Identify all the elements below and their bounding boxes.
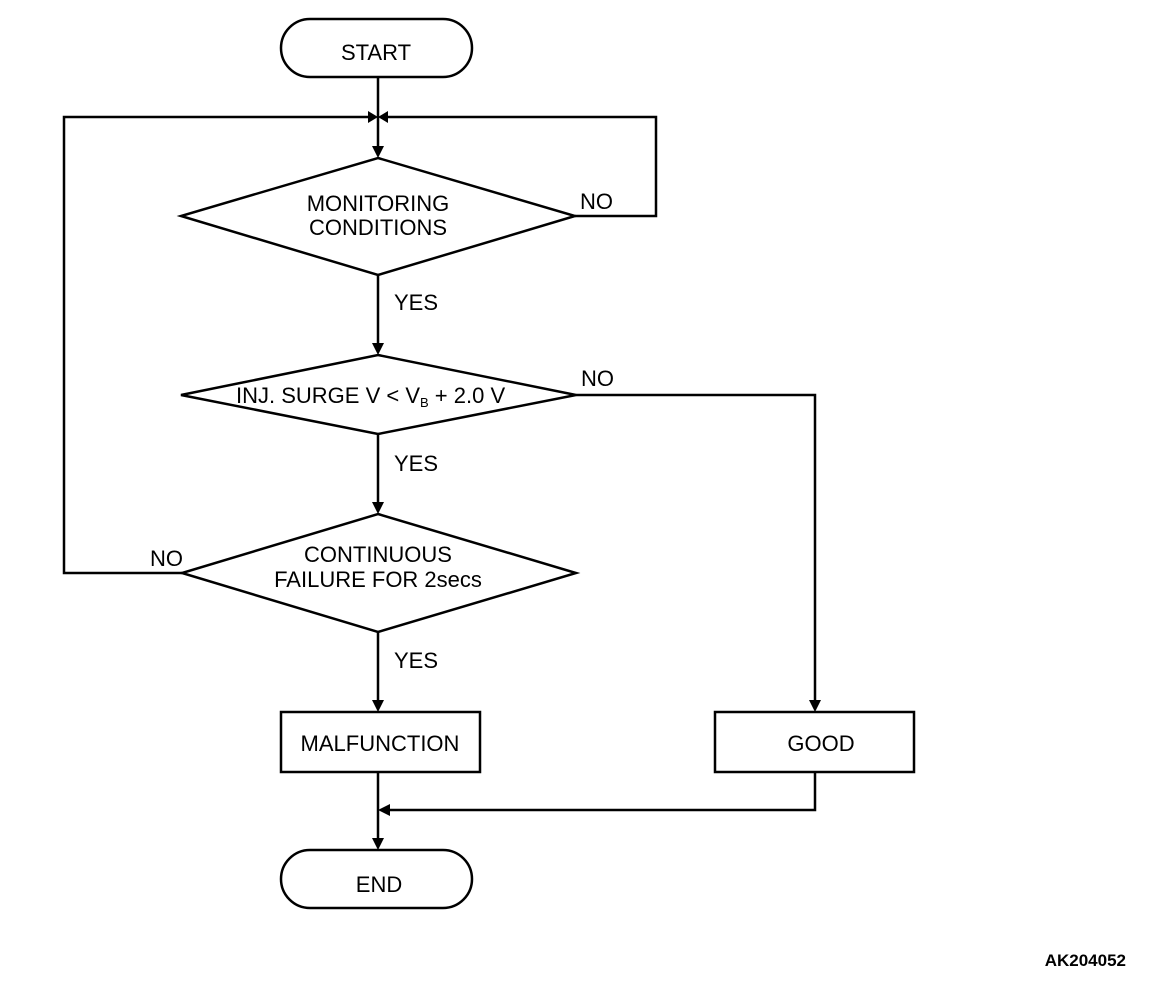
decision-monitoring-conditions: MONITORING CONDITIONS xyxy=(176,156,580,277)
monitoring-no-label: NO xyxy=(580,189,613,214)
end-node: END xyxy=(279,848,474,910)
malfunction-node: MALFUNCTION xyxy=(279,710,482,774)
continuous-yes-label: YES xyxy=(394,648,438,673)
connector-loop-left xyxy=(62,115,372,575)
arrowhead-into-monitoring xyxy=(372,146,384,158)
arrowhead-into-end xyxy=(372,838,384,850)
end-label: END xyxy=(356,872,402,897)
surge-no-label: NO xyxy=(581,366,614,391)
continuous-line1: CONTINUOUS xyxy=(304,542,452,567)
start-label: START xyxy=(341,40,411,65)
start-node: START xyxy=(279,17,474,79)
connector-loop-right xyxy=(386,115,658,218)
surge-condition-text: INJ. SURGE V < VB + 2.0 V xyxy=(236,383,505,410)
malfunction-label: MALFUNCTION xyxy=(301,731,460,756)
connector-surge-no xyxy=(576,393,817,702)
decision-injector-surge: INJ. SURGE V < VB + 2.0 V xyxy=(180,353,577,436)
figure-code: AK204052 xyxy=(1045,951,1126,970)
surge-suffix: + 2.0 V xyxy=(429,383,506,408)
monitoring-line1: MONITORING xyxy=(307,191,450,216)
continuous-line2: FAILURE FOR 2secs xyxy=(274,567,482,592)
arrowhead-loop-left xyxy=(368,111,378,123)
continuous-no-label: NO xyxy=(150,546,183,571)
arrowhead-into-good xyxy=(809,700,821,712)
arrowhead-merge xyxy=(378,804,390,816)
monitoring-line2: CONDITIONS xyxy=(309,215,447,240)
arrowhead-into-surge xyxy=(372,343,384,355)
arrowhead-loop-right xyxy=(378,111,388,123)
arrowhead-into-malfunction xyxy=(372,700,384,712)
good-label: GOOD xyxy=(787,731,854,756)
monitoring-yes-label: YES xyxy=(394,290,438,315)
surge-yes-label: YES xyxy=(394,451,438,476)
good-node: GOOD xyxy=(713,710,916,774)
surge-subscript: B xyxy=(420,395,429,410)
surge-prefix: INJ. SURGE V < V xyxy=(236,383,420,408)
decision-continuous-failure: CONTINUOUS FAILURE FOR 2secs xyxy=(177,512,581,634)
arrowhead-into-continuous xyxy=(372,502,384,514)
connector-good-merge xyxy=(388,772,817,812)
